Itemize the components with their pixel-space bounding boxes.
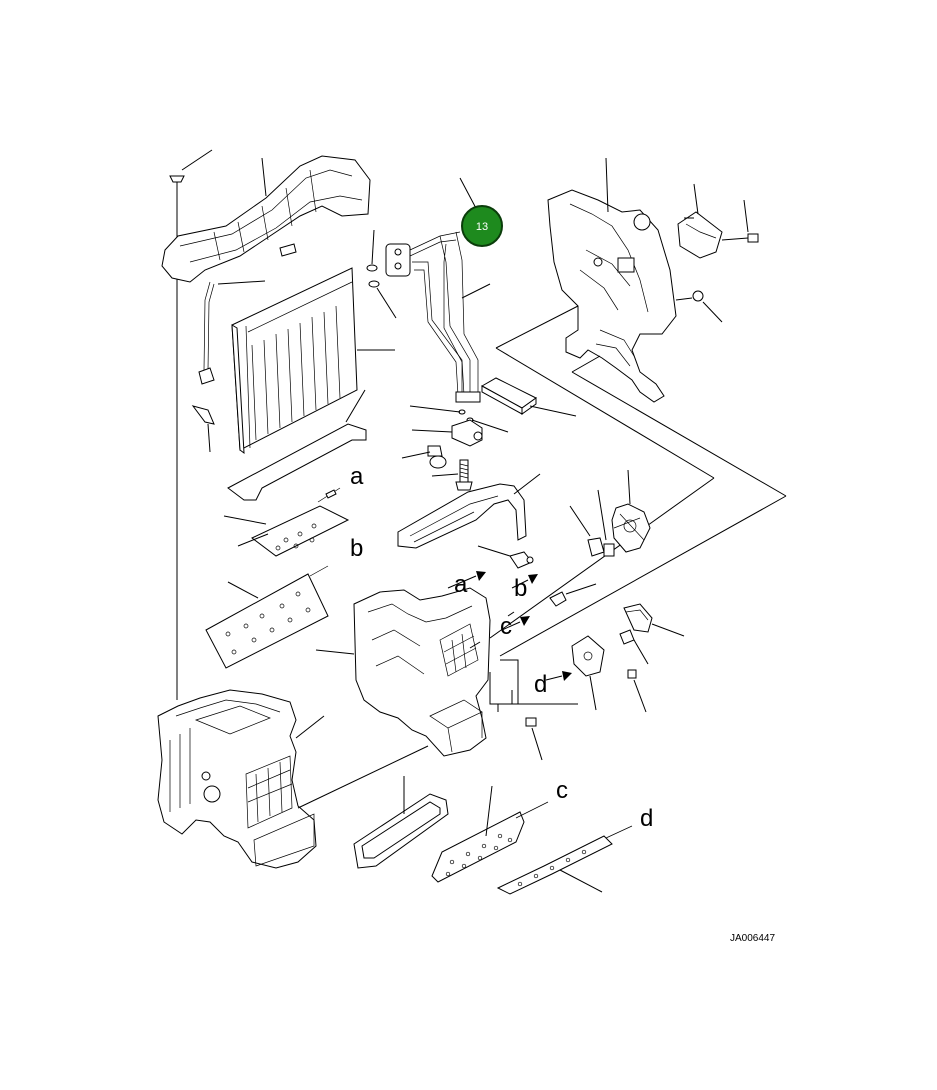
refrigerant-pipes [385,177,491,403]
letter-b-mid: b [514,575,527,602]
duct-bracket-top [161,155,371,385]
seal-strip [227,389,367,501]
callout-13[interactable]: 13 [461,205,503,247]
gasket-ring [353,776,449,869]
letter-a-top: a [350,463,364,490]
filter-plate-d [496,825,633,895]
lower-right-parts [489,603,685,761]
arrow-a-mid [447,571,486,589]
letter-a-mid: a [454,571,468,598]
filter-plate-b [205,565,329,669]
heater-case [315,587,491,757]
letter-c-bottom: c [556,777,568,804]
letter-c-mid: c [500,613,512,640]
letter-b-top: b [350,535,363,562]
linkage-parts [477,469,651,607]
drawing-id: JA006447 [730,933,775,944]
letter-d-bottom: d [640,805,653,832]
letter-d-mid: d [534,671,547,698]
arrow-b-mid [511,574,538,589]
arrow-c-mid [501,616,530,631]
filter-plate-c [431,785,549,883]
screw-top-left [169,149,213,188]
blower-case [157,689,325,869]
lower-guide-lines [297,641,481,809]
clip-left [191,405,215,453]
arrow-d-mid [545,671,572,681]
center-duct [397,473,541,549]
upper-right-housing [547,157,677,403]
right-guide-lines [489,305,787,657]
sponge-pad [480,377,577,417]
servo-motor-top [677,183,759,259]
evaporator-core [231,267,395,455]
callout-13-label: 13 [476,221,488,233]
o-rings [366,229,397,319]
screw-right [675,290,723,323]
filter-plate-a [223,487,350,557]
expansion-valve [401,405,509,491]
